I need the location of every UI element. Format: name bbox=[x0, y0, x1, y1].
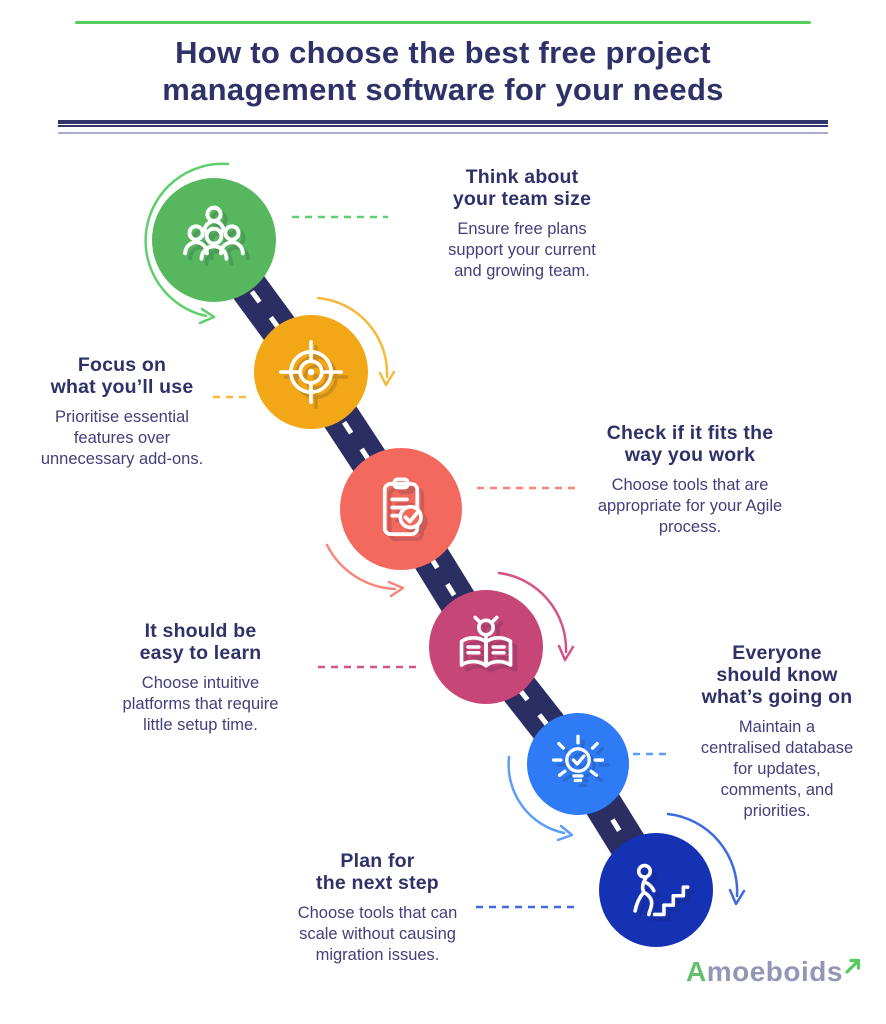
step-circle-fits-workflow bbox=[340, 448, 462, 570]
curved-arrow-icon bbox=[497, 571, 575, 662]
step-title: Everyone should know what’s going on bbox=[701, 642, 853, 708]
target-icon bbox=[278, 339, 344, 405]
step-circle-team-size bbox=[152, 178, 276, 302]
step-text-next-step: Plan for the next step Choose tools that… bbox=[270, 850, 485, 966]
curved-arrow-icon bbox=[507, 755, 574, 842]
separator-line-thin bbox=[58, 125, 828, 127]
step-title: It should be easy to learn bbox=[139, 620, 262, 664]
stairs-climb-icon bbox=[633, 863, 690, 917]
team-icon bbox=[183, 205, 245, 261]
step-circle-easy-to-learn bbox=[429, 590, 543, 704]
curved-arrow-icon bbox=[316, 296, 396, 387]
step-circle-focus bbox=[254, 315, 368, 429]
dashed-connector bbox=[213, 215, 670, 909]
logo-letter: A bbox=[686, 956, 707, 987]
step-title: Plan for the next step bbox=[316, 850, 439, 894]
top-accent-line bbox=[75, 21, 811, 24]
step-body: Choose tools that can scale without caus… bbox=[297, 904, 458, 964]
step-body: Maintain a centralised database for upda… bbox=[700, 718, 854, 820]
step-text-easy-to-learn: It should be easy to learn Choose intuit… bbox=[98, 620, 303, 736]
step-text-team-size: Think about your team size Ensure free p… bbox=[416, 166, 628, 282]
step-title: Think about your team size bbox=[452, 166, 592, 210]
curved-arrow-icon bbox=[325, 543, 405, 598]
separator-line-thick bbox=[58, 120, 828, 124]
logo-arrow-icon bbox=[845, 958, 861, 974]
step-body: Ensure free plans support your current a… bbox=[448, 220, 596, 280]
step-body: Prioritise essential features over unnec… bbox=[40, 408, 204, 468]
clipboard-check-icon bbox=[382, 477, 423, 537]
curved-arrow-icon bbox=[666, 812, 746, 906]
curved-arrow-icon bbox=[144, 162, 230, 325]
step-circle-shared-knowledge bbox=[527, 713, 629, 815]
step-body: Choose tools that are appropriate for yo… bbox=[597, 476, 783, 536]
step-body: Choose intuitive platforms that require … bbox=[122, 674, 279, 734]
logo-text: moeboids bbox=[706, 956, 843, 987]
step-title: Focus on what you’ll use bbox=[50, 354, 194, 398]
step-text-fits-workflow: Check if it fits the way you work Choose… bbox=[570, 422, 810, 538]
lightbulb-check-icon bbox=[551, 734, 605, 783]
step-circle-next-step bbox=[599, 833, 713, 947]
book-idea-icon bbox=[459, 615, 513, 668]
step-title: Check if it fits the way you work bbox=[606, 422, 774, 466]
title-separator bbox=[58, 120, 828, 134]
step-text-focus: Focus on what you’ll use Prioritise esse… bbox=[22, 354, 222, 470]
separator-line-light bbox=[58, 132, 828, 134]
step-text-shared-knowledge: Everyone should know what’s going on Mai… bbox=[672, 642, 882, 822]
page-title: How to choose the best free project mana… bbox=[162, 35, 724, 107]
